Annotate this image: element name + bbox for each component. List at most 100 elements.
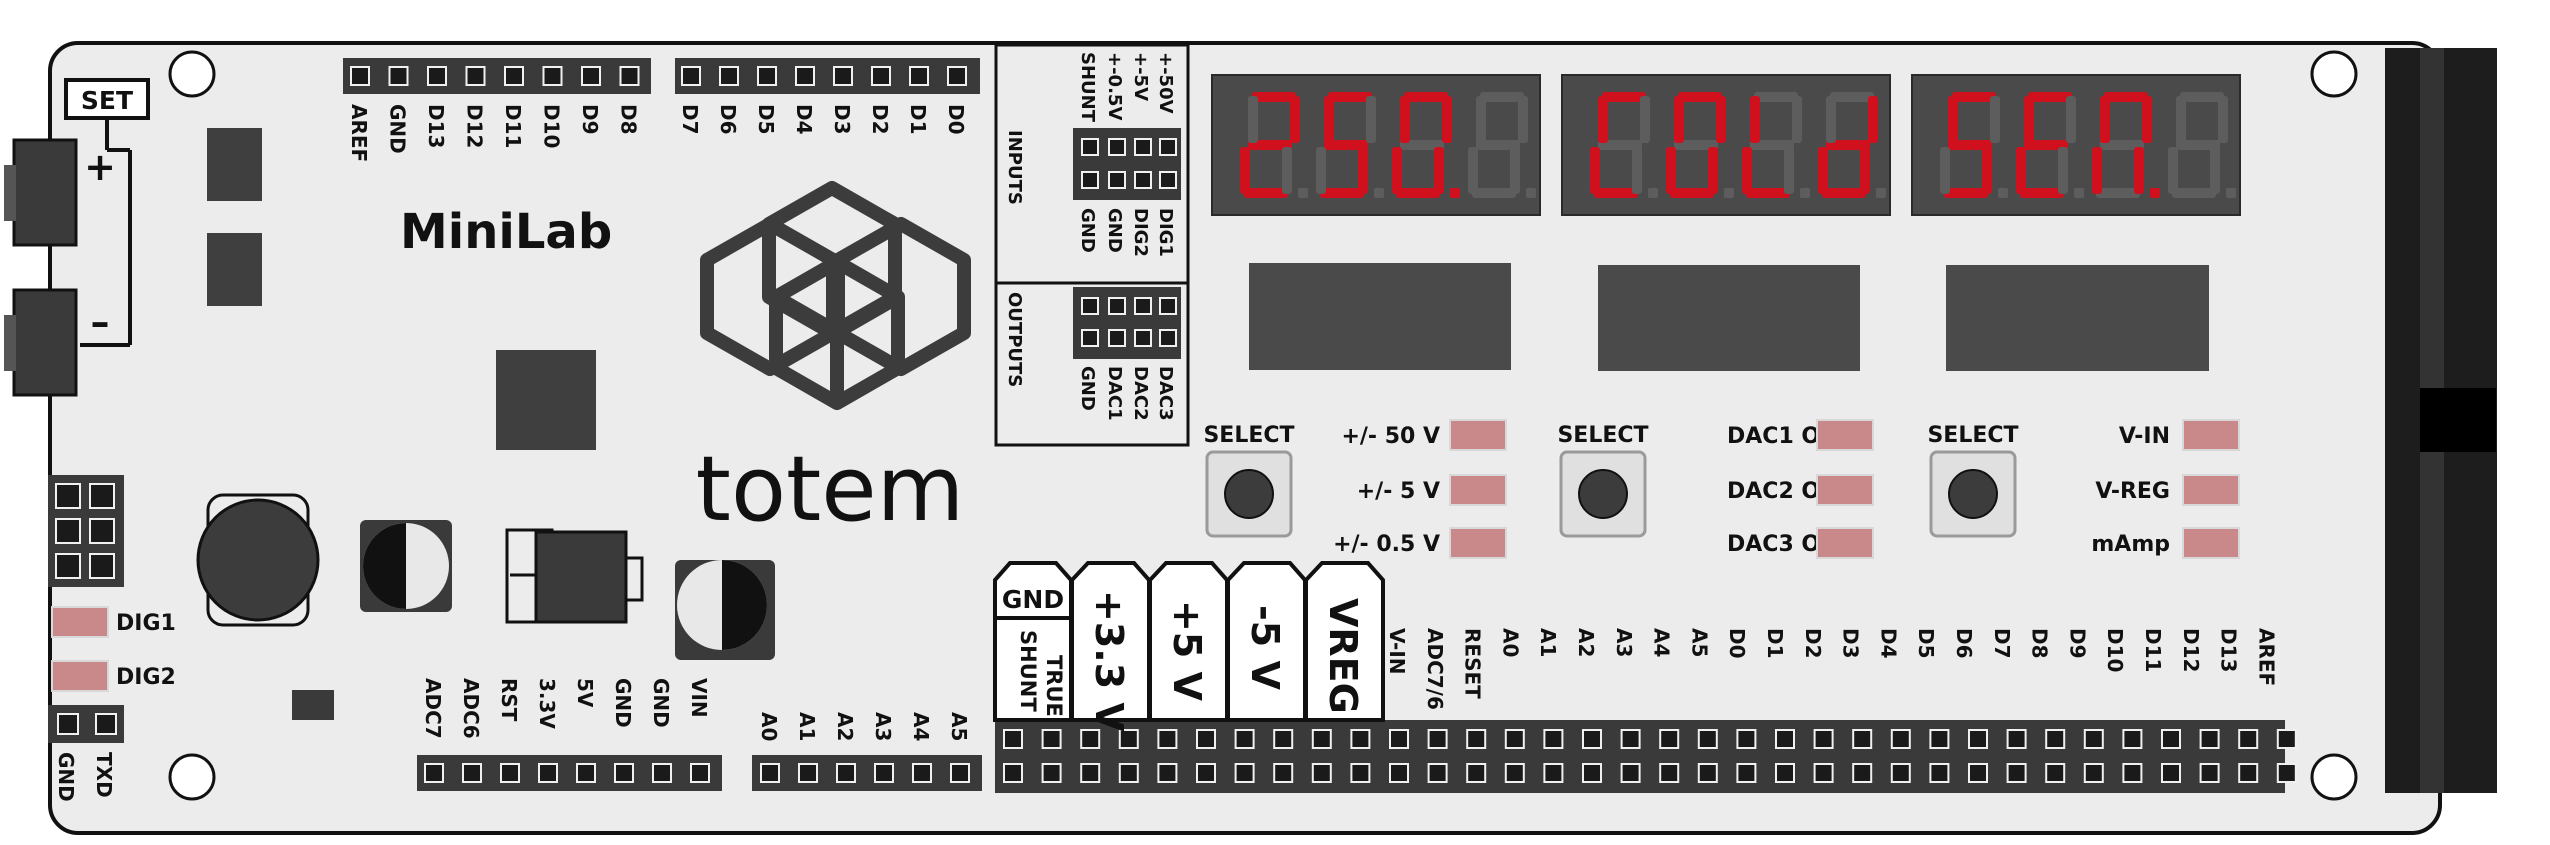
- tab-gnd-label: GND: [1002, 585, 1064, 614]
- segment: [1754, 92, 1798, 102]
- pin-label: A5: [947, 712, 971, 741]
- pin-label: D13: [2217, 628, 2241, 672]
- pin: [1427, 729, 1448, 749]
- tab-vreg-label: VREG: [1321, 598, 1365, 714]
- pin: [1108, 329, 1126, 347]
- pin: [1620, 729, 1641, 749]
- pin: [912, 763, 932, 783]
- decimal-point: [1998, 188, 2008, 198]
- plus-button[interactable]: [4, 138, 78, 247]
- segment: [1392, 147, 1402, 194]
- pin-label: D6: [716, 104, 740, 135]
- minus-button[interactable]: [4, 288, 78, 397]
- pin-label: D10: [2103, 628, 2127, 672]
- pin: [2238, 763, 2259, 783]
- segment: [1324, 96, 1334, 143]
- pin: [1081, 171, 1099, 189]
- pin: [798, 763, 818, 783]
- led-label: DIG1: [116, 611, 176, 636]
- pin: [2006, 729, 2027, 749]
- segment: [2176, 140, 2220, 150]
- segment: [1826, 140, 1870, 150]
- tab-vreg: [1304, 561, 1385, 722]
- voltage-regulator: [505, 528, 644, 624]
- pin: [681, 66, 701, 86]
- input-label: +-5V: [1130, 52, 1151, 101]
- tab-shunt-label: SHUNT: [1016, 630, 1040, 712]
- tab-3v3-label: +3.3 V: [1087, 590, 1131, 732]
- pin-label: D3: [830, 104, 854, 135]
- plus-label: +: [84, 145, 116, 189]
- segment: [1750, 140, 1794, 150]
- pin: [1159, 329, 1177, 347]
- segment: [1244, 188, 1288, 198]
- segment: [2104, 92, 2148, 102]
- pin: [576, 763, 596, 783]
- segment: [1792, 96, 1802, 143]
- pin-label: D4: [792, 104, 816, 135]
- pin: [1273, 763, 1294, 783]
- mounting-hole: [2310, 50, 2358, 98]
- pin: [1582, 763, 1602, 783]
- left-cluster-pins: [55, 483, 115, 579]
- select-button[interactable]: [1205, 450, 1293, 538]
- pin: [1159, 297, 1177, 315]
- indicator-label: V-IN: [2119, 424, 2170, 449]
- pin: [1620, 763, 1641, 783]
- pin: [1159, 138, 1177, 156]
- segment: [1678, 92, 1722, 102]
- segment: [1468, 147, 1478, 194]
- indicator-led: [1449, 419, 1507, 451]
- pin: [1697, 763, 1718, 783]
- mounting-hole: [168, 753, 216, 801]
- decimal-point: [1298, 188, 1308, 198]
- pin-label: D7: [678, 104, 702, 135]
- pin-label: RST: [497, 678, 521, 722]
- select-button[interactable]: [1559, 450, 1647, 538]
- inputs-title: INPUTS: [1004, 130, 1025, 205]
- indicator-led: [1816, 474, 1874, 506]
- pin: [95, 713, 117, 735]
- pin: [1159, 171, 1177, 189]
- segment: [1674, 140, 1718, 150]
- segment: [2028, 92, 2072, 102]
- select-button[interactable]: [1929, 450, 2017, 538]
- pin: [760, 763, 780, 783]
- pin: [89, 518, 115, 544]
- tab-5v-label: +5 V: [1165, 600, 1209, 702]
- pin: [871, 66, 891, 86]
- brand-name: totem: [696, 437, 965, 542]
- capacitor-2: [675, 560, 775, 660]
- display-window: [1249, 263, 1511, 370]
- segment: [1324, 140, 1368, 150]
- pin: [427, 66, 447, 86]
- segment: [1598, 96, 1608, 143]
- pin-label: 5V: [573, 678, 597, 708]
- pin-label: D1: [906, 104, 930, 135]
- pin-label: D10: [540, 104, 564, 148]
- uart-label: GND: [54, 752, 78, 802]
- pin: [424, 763, 444, 783]
- decimal-point: [1374, 188, 1384, 198]
- display-window: [1598, 265, 1860, 371]
- pin: [1504, 729, 1525, 749]
- pin: [1196, 729, 1216, 749]
- segment: [2092, 147, 2102, 194]
- segment: [1590, 147, 1600, 194]
- segment: [1400, 96, 1410, 143]
- segment: [2176, 96, 2186, 143]
- pin: [690, 763, 710, 783]
- pin: [652, 763, 672, 783]
- pin: [1890, 729, 1911, 749]
- pin: [1389, 729, 1409, 749]
- segment: [2100, 140, 2144, 150]
- pin: [1108, 297, 1126, 315]
- segment: [1404, 92, 1448, 102]
- pin-label: D12: [463, 104, 487, 148]
- segment: [1442, 96, 1452, 143]
- pin: [1929, 763, 1950, 783]
